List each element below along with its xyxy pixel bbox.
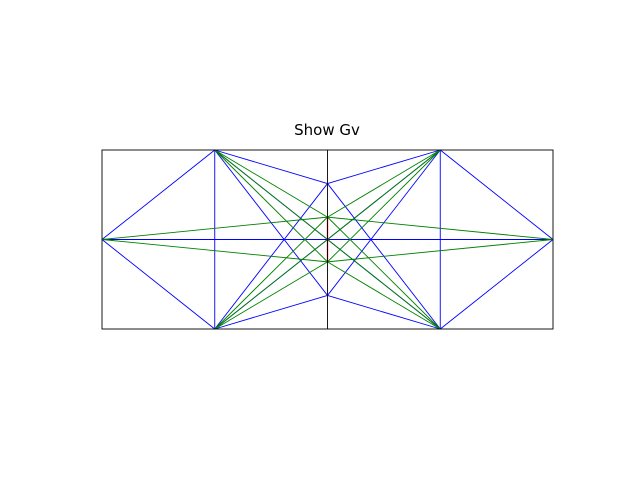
green-edge-5 xyxy=(214,149,328,263)
green-edge-11 xyxy=(327,261,441,330)
blue-edge-3 xyxy=(439,149,554,240)
green-edge-9 xyxy=(214,261,328,330)
blue-edge-8 xyxy=(214,295,328,330)
blue-edge-9 xyxy=(327,295,441,330)
plot-title: Show Gv xyxy=(294,121,360,139)
plot-area xyxy=(101,149,554,330)
blue-edge-6 xyxy=(214,149,328,184)
blue-edge-7 xyxy=(327,149,441,184)
green-edge-4 xyxy=(214,149,328,218)
green-edge-7 xyxy=(327,149,441,263)
green-edge-8 xyxy=(214,216,328,330)
green-edge-0 xyxy=(101,216,328,240)
blue-edge-4 xyxy=(439,239,554,330)
green-edge-1 xyxy=(101,239,328,263)
axes-frame xyxy=(101,149,554,330)
blue-edge-0 xyxy=(101,149,216,240)
green-edge-10 xyxy=(327,216,441,330)
green-edge-2 xyxy=(327,216,554,240)
blue-edge-1 xyxy=(101,239,216,330)
green-edge-6 xyxy=(327,149,441,218)
green-edge-3 xyxy=(327,239,554,263)
